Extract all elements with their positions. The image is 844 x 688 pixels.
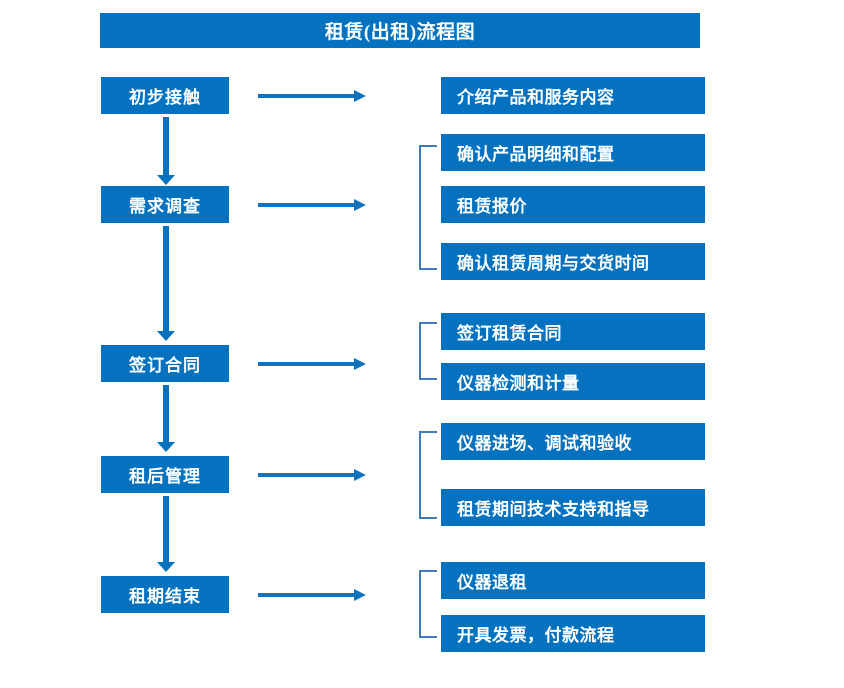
down-arrow-icon bbox=[157, 117, 175, 185]
arrow-shaft bbox=[258, 203, 354, 207]
arrow-head bbox=[354, 90, 366, 102]
down-arrow-icon bbox=[157, 226, 175, 341]
page-title: 租赁(出租)流程图 bbox=[100, 13, 700, 48]
arrow-head bbox=[354, 199, 366, 211]
arrow-shaft bbox=[258, 94, 354, 98]
down-arrow-icon bbox=[157, 496, 175, 572]
arrow-head bbox=[354, 358, 366, 370]
detail-box[interactable]: 介绍产品和服务内容 bbox=[441, 77, 705, 114]
arrow-head bbox=[157, 442, 175, 452]
arrow-shaft bbox=[258, 473, 354, 477]
detail-box[interactable]: 开具发票，付款流程 bbox=[441, 615, 705, 652]
down-arrow-icon bbox=[157, 385, 175, 452]
arrow-shaft bbox=[258, 593, 354, 597]
group-bracket bbox=[419, 431, 437, 519]
arrow-shaft bbox=[163, 385, 169, 442]
detail-box[interactable]: 仪器退租 bbox=[441, 562, 705, 599]
detail-box[interactable]: 签订租赁合同 bbox=[441, 313, 705, 350]
arrow-head bbox=[157, 562, 175, 572]
arrow-shaft bbox=[163, 117, 169, 175]
arrow-head bbox=[157, 331, 175, 341]
arrow-head bbox=[354, 469, 366, 481]
group-bracket bbox=[419, 145, 437, 270]
detail-box[interactable]: 租赁报价 bbox=[441, 186, 705, 223]
right-arrow-icon bbox=[258, 588, 366, 602]
right-arrow-icon bbox=[258, 357, 366, 371]
arrow-shaft bbox=[258, 362, 354, 366]
arrow-head bbox=[354, 589, 366, 601]
arrow-head bbox=[157, 175, 175, 185]
stage-box[interactable]: 签订合同 bbox=[101, 345, 229, 382]
group-bracket bbox=[419, 570, 437, 638]
arrow-shaft bbox=[163, 496, 169, 562]
stage-box[interactable]: 租期结束 bbox=[101, 576, 229, 613]
detail-box[interactable]: 确认租赁周期与交货时间 bbox=[441, 243, 705, 280]
right-arrow-icon bbox=[258, 198, 366, 212]
detail-box[interactable]: 仪器检测和计量 bbox=[441, 363, 705, 400]
group-bracket bbox=[419, 322, 437, 380]
stage-box[interactable]: 需求调查 bbox=[101, 186, 229, 223]
right-arrow-icon bbox=[258, 89, 366, 103]
stage-box[interactable]: 初步接触 bbox=[101, 77, 229, 114]
detail-box[interactable]: 确认产品明细和配置 bbox=[441, 134, 705, 171]
arrow-shaft bbox=[163, 226, 169, 331]
right-arrow-icon bbox=[258, 468, 366, 482]
detail-box[interactable]: 租赁期间技术支持和指导 bbox=[441, 489, 705, 526]
stage-box[interactable]: 租后管理 bbox=[101, 456, 229, 493]
detail-box[interactable]: 仪器进场、调试和验收 bbox=[441, 423, 705, 460]
